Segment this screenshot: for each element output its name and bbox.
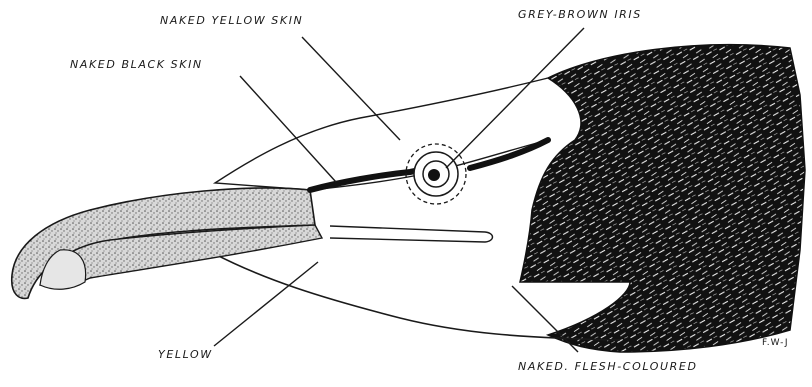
label-naked-black-skin: NAKED BLACK SKIN [70, 58, 203, 71]
label-naked-flesh-coloured: NAKED. FLESH-COLOURED [518, 360, 698, 373]
label-naked-yellow-skin: NAKED YELLOW SKIN [160, 14, 303, 27]
label-grey-brown-iris: GREY-BROWN IRIS [518, 8, 642, 21]
leader-grey-brown-iris [446, 28, 584, 168]
pupil [428, 169, 440, 181]
leader-yellow [214, 262, 318, 346]
leader-naked-flesh-coloured [512, 286, 578, 352]
artist-signature: F.W-J [762, 338, 789, 348]
leader-naked-yellow-skin [302, 37, 400, 140]
gape-line [330, 226, 493, 242]
label-yellow: YELLOW [158, 348, 213, 361]
feathered-crown [520, 45, 805, 352]
